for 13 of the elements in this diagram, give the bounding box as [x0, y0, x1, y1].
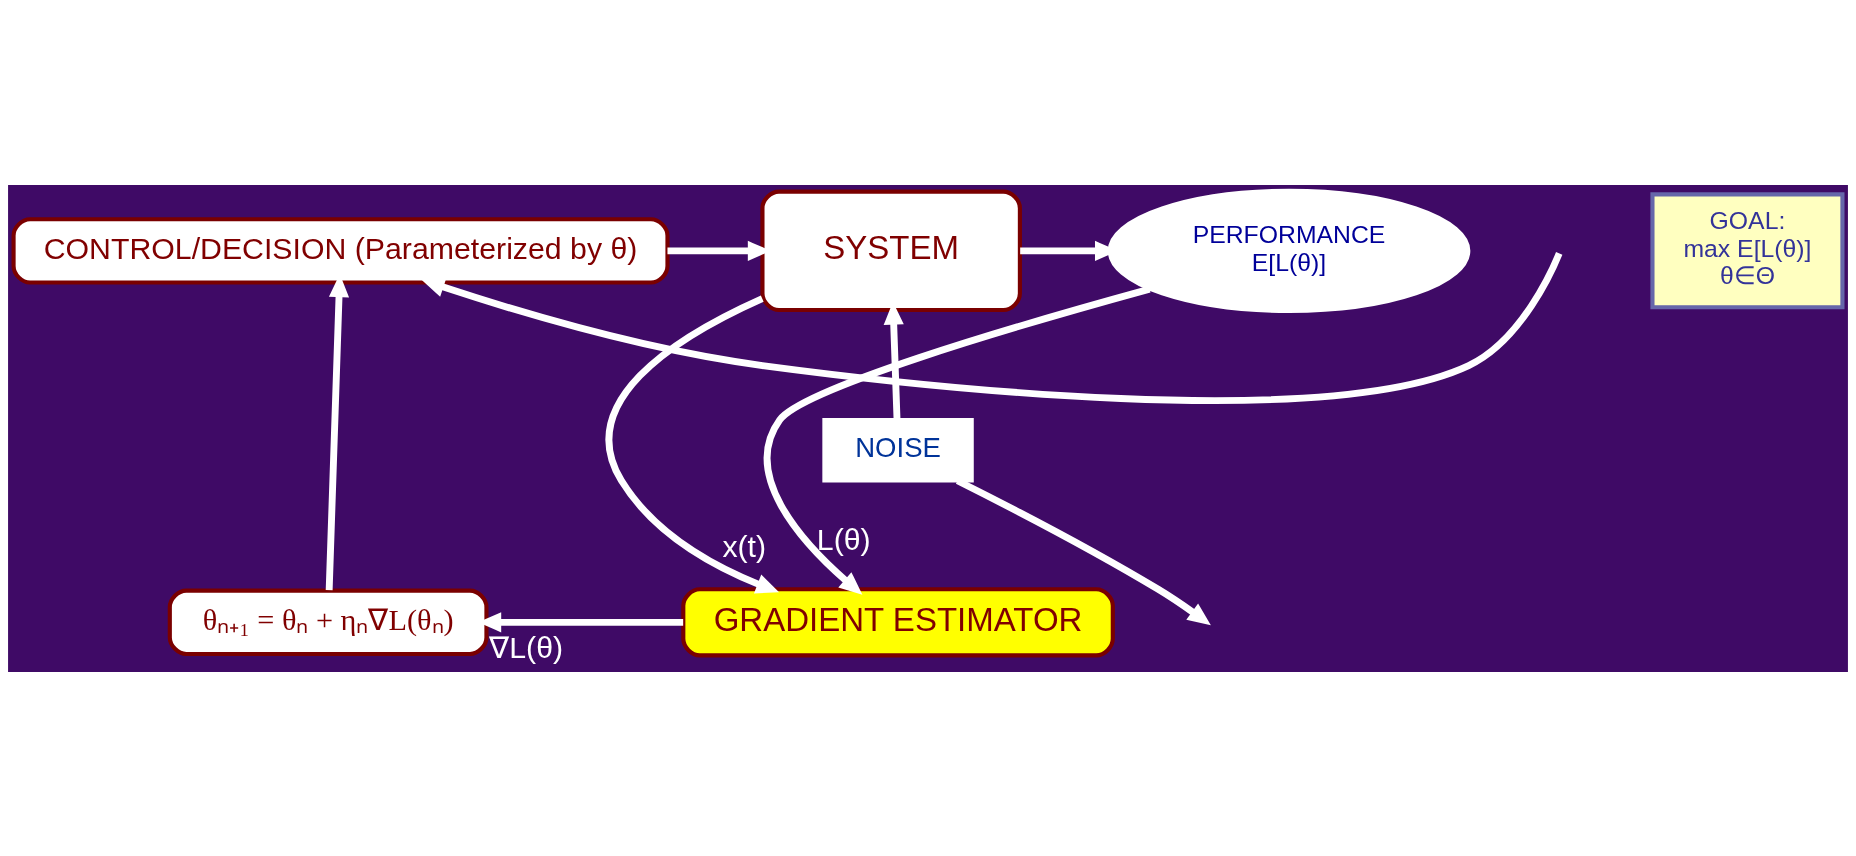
node-box: SYSTEM [760, 189, 1022, 312]
node-box: CONTROL/DECISION (Parameterized by θ) [11, 216, 670, 285]
node-box: GOAL: max E[L(θ)] θ∈Θ [1650, 191, 1845, 309]
edge-label: ∇L(θ) [489, 630, 564, 664]
node-box: GRADIENT ESTIMATOR [681, 586, 1115, 657]
arrow [763, 285, 1151, 595]
arrow [605, 294, 780, 593]
arrow [421, 251, 1563, 404]
edge-label: x(t) [722, 529, 767, 563]
node-box: NOISE [822, 417, 974, 483]
edge-label: L(θ) [816, 522, 871, 556]
node-box: θₙ₊₁ = θₙ + ηₙ∇L(θₙ) [167, 588, 489, 656]
node-ellipse: PERFORMANCE E[L(θ)] [1107, 188, 1471, 313]
